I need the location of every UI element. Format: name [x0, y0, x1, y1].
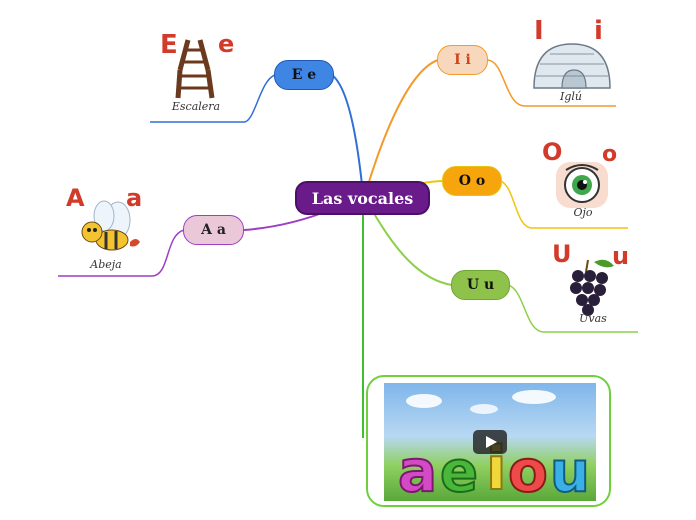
card-i-lower: i: [594, 16, 603, 46]
card-abeja: A a Abeja: [62, 182, 150, 274]
branch-a-label: A a: [201, 222, 226, 238]
card-i-upper: I: [534, 16, 544, 46]
branch-o-label: O o: [458, 173, 486, 189]
card-u-caption: Uvas: [579, 312, 607, 325]
ladder-icon: [175, 39, 215, 99]
video-frame[interactable]: a e i o u: [366, 375, 611, 507]
branch-o[interactable]: O o: [442, 166, 502, 196]
video-letter-u: u: [550, 440, 590, 501]
video-letter-o: o: [508, 437, 548, 501]
card-o-caption: Ojo: [573, 206, 593, 219]
card-u-upper: U: [552, 240, 572, 268]
center-node[interactable]: Las vocales: [295, 181, 430, 215]
branch-u-label: U u: [466, 277, 495, 293]
card-o-upper: O: [542, 138, 563, 166]
card-a-upper: A: [66, 184, 85, 212]
branch-a[interactable]: A a: [183, 215, 244, 245]
branch-e[interactable]: E e: [274, 60, 334, 90]
vowels-cartoon-icon: a e i o u: [397, 390, 591, 501]
card-u-lower: u: [612, 242, 630, 270]
card-o-lower: o: [602, 142, 618, 167]
video-letter-e: e: [440, 440, 478, 501]
card-uvas: U u Uvas: [548, 238, 638, 330]
card-i-caption: Iglú: [560, 90, 582, 103]
branch-i-label: I i: [454, 52, 471, 68]
video-thumbnail[interactable]: a e i o u: [384, 383, 596, 501]
play-icon[interactable]: [473, 430, 507, 454]
card-e-upper: E: [160, 30, 178, 60]
center-label: Las vocales: [311, 188, 414, 208]
card-escalera: E e Escalera: [156, 28, 236, 118]
eye-icon: [556, 162, 608, 208]
igloo-icon: [533, 43, 611, 89]
card-iglu: I i Iglú: [526, 14, 616, 104]
card-a-lower: a: [126, 184, 143, 212]
card-e-caption: Escalera: [171, 100, 221, 113]
branch-u[interactable]: U u: [451, 270, 510, 300]
video-letter-a: a: [398, 437, 437, 501]
branch-i[interactable]: I i: [437, 45, 488, 75]
card-e-lower: e: [218, 30, 235, 58]
card-a-caption: Abeja: [90, 258, 122, 271]
card-ojo: O o Ojo: [540, 136, 626, 226]
grapes-icon: [570, 259, 614, 316]
bee-icon: [81, 200, 140, 251]
branch-e-label: E e: [291, 67, 317, 83]
